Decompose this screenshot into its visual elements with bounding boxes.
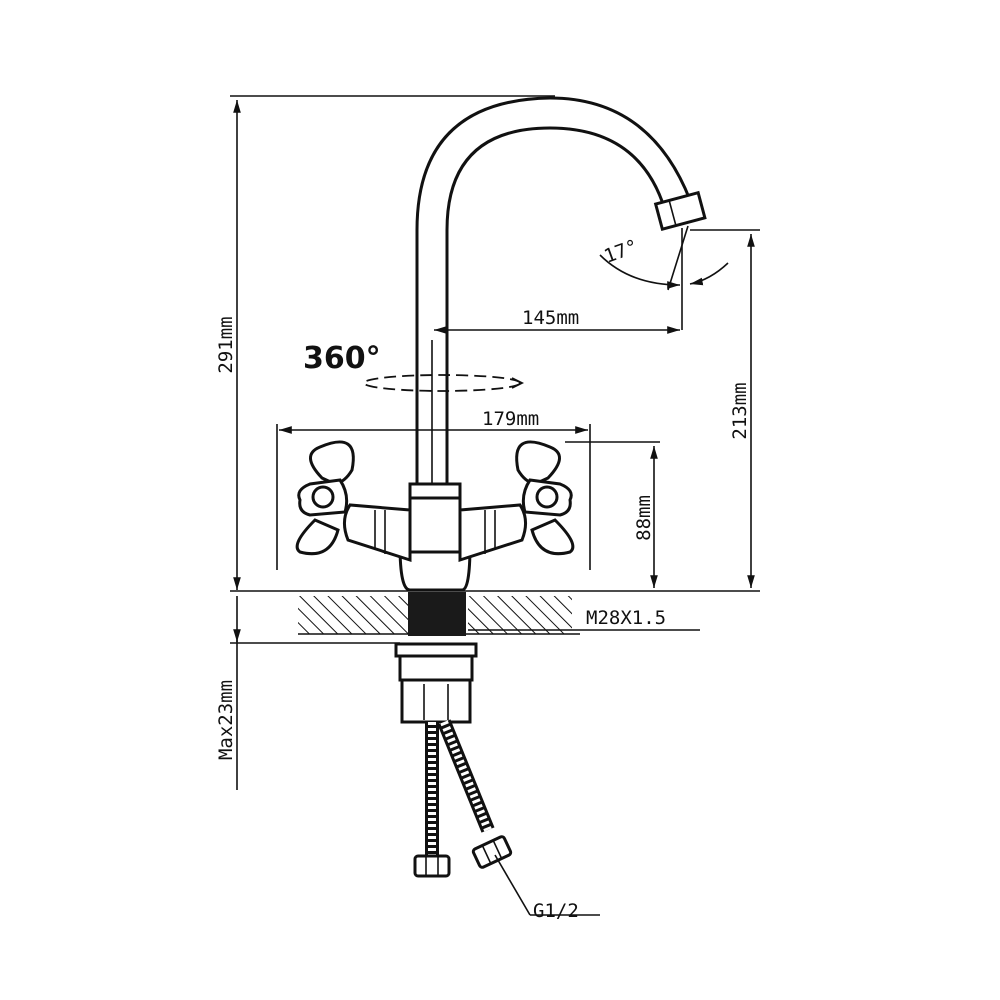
threaded-shank [408, 592, 466, 636]
label-88mm: 88mm [633, 495, 655, 541]
label-rotation: 360° [303, 341, 381, 376]
mounting-nut [394, 642, 478, 724]
label-thread: M28X1.5 [586, 607, 666, 629]
dimension-total-height [230, 95, 555, 590]
angle-annotation [599, 225, 760, 330]
left-handle [295, 440, 412, 563]
label-max23mm: Max23mm [215, 680, 237, 760]
right-handle [458, 440, 575, 563]
countertop [230, 590, 760, 635]
faucet-body [398, 482, 472, 592]
label-145mm: 145mm [522, 307, 579, 329]
label-connector: G1/2 [533, 900, 579, 922]
label-angle: 17° [601, 235, 641, 267]
dimension-deck-thickness [230, 596, 400, 790]
label-213mm: 213mm [729, 382, 751, 439]
dimension-handle-span [276, 424, 591, 570]
label-179mm: 179mm [482, 408, 539, 430]
spout [415, 96, 707, 484]
label-291mm: 291mm [215, 316, 237, 373]
rotation-arrow [363, 374, 525, 392]
supply-hoses [413, 719, 600, 916]
dimension-body-height [565, 441, 660, 588]
